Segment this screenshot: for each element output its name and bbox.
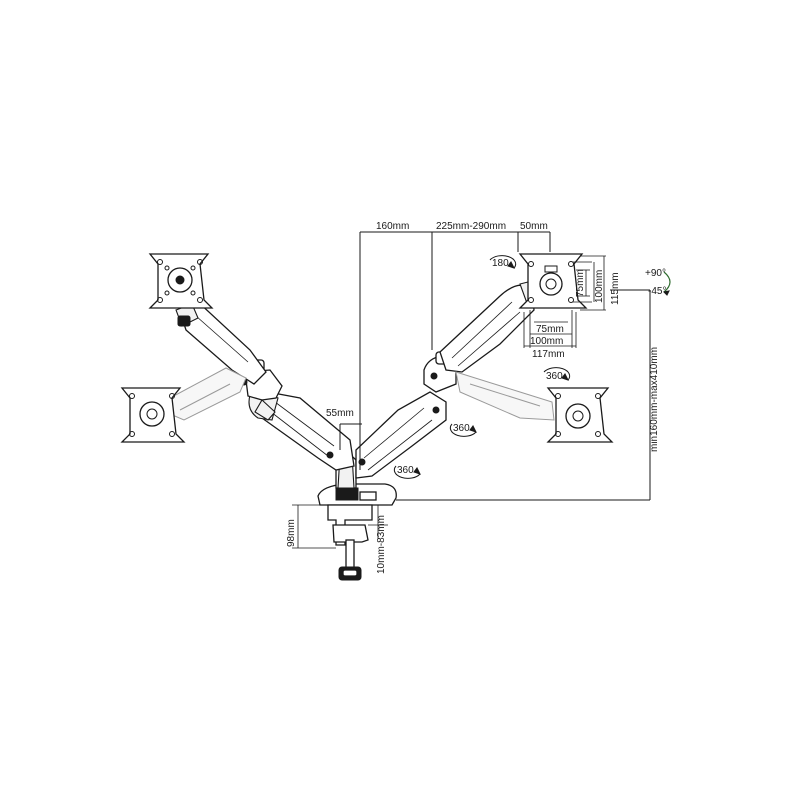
dim-vesa-75-horizontal: 75mm (536, 324, 564, 335)
dim-50mm: 50mm (520, 221, 548, 232)
dim-reach-range: 225mm-290mm (436, 221, 506, 232)
left-arm-ghost (169, 367, 247, 421)
right-arm-ghost (455, 371, 555, 421)
dim-clamp-98mm: 98mm (286, 519, 297, 547)
tilt-up-label: +90° (645, 268, 666, 279)
rotation-360-mid-label: 360 (453, 423, 470, 434)
vesa-plate-lower-left (120, 387, 186, 443)
right-lower-arm (355, 391, 447, 479)
dim-160mm: 160mm (376, 221, 409, 232)
tilt-down-label: -45° (648, 286, 666, 297)
rotation-360-top-label: 360 (546, 371, 563, 382)
dim-vesa-117-horizontal: 117mm (532, 349, 565, 360)
rotation-360-low-label: 360 (397, 465, 414, 476)
tilt-arc-icon (663, 271, 671, 293)
rotation-180-label: 180 (492, 258, 509, 269)
dimension-lines (292, 231, 651, 549)
dim-height-range: min160mm-max410mm (649, 347, 660, 452)
dim-vesa-75-vertical: 75mm (575, 269, 586, 297)
rotation-arrows (393, 255, 671, 479)
vesa-plate-top-right (518, 253, 588, 309)
right-upper-arm (439, 279, 541, 373)
dim-vesa-100-horizontal: 100mm (530, 336, 563, 347)
dim-desk-thickness: 10mm-83mm (376, 515, 387, 574)
dim-vesa-115-vertical: 115mm (610, 272, 621, 305)
dim-55mm: 55mm (326, 408, 354, 419)
labels: 160mm 225mm-290mm 50mm 55mm 75mm 100mm 1… (286, 221, 666, 574)
vesa-plate-top-left (148, 253, 214, 309)
dim-vesa-100-vertical: 100mm (594, 270, 605, 303)
vesa-plate-lower-right (546, 387, 614, 443)
